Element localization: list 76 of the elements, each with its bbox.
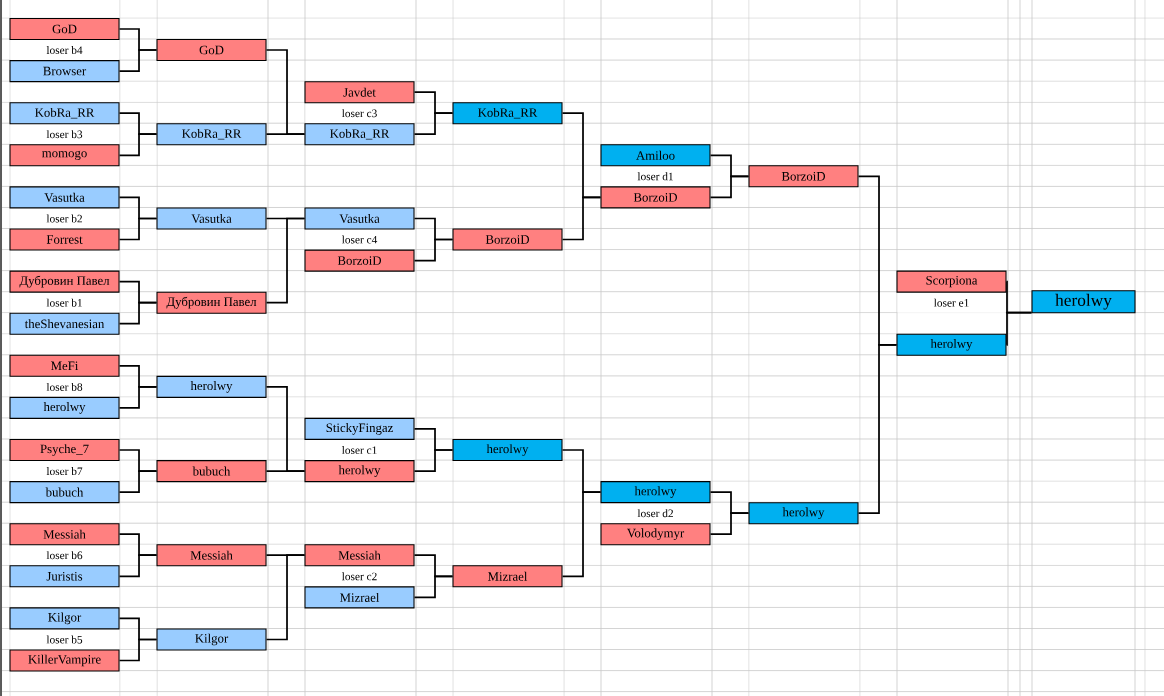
bracket-line [118, 49, 158, 72]
bracket-line [413, 238, 454, 262]
bracket-line [118, 470, 158, 493]
player-box: Psyche_7 [9, 438, 120, 462]
match-label: loser c3 [305, 103, 414, 124]
bracket-line [118, 133, 158, 157]
player-box: Amiloo [600, 144, 711, 167]
bracket-line [709, 175, 750, 199]
match-label: loser b5 [10, 629, 119, 650]
player-box: Vasutka [156, 207, 267, 230]
player-box: KobRa_RR [156, 123, 267, 146]
player-box: herolwy [156, 375, 267, 398]
player-box: Juristis [9, 565, 120, 588]
player-box: BorzoiD [304, 249, 415, 272]
player-box: Дубровин Павел [156, 291, 267, 314]
bracket-line [561, 196, 602, 241]
bracket-line [118, 301, 158, 325]
player-box: GoD [9, 17, 120, 41]
player-box: Kilgor [156, 628, 267, 651]
bracket-line [265, 133, 306, 136]
match-label: loser b3 [10, 124, 119, 145]
bracket-line [857, 343, 898, 515]
player-box: theShevanesian [9, 312, 120, 335]
match-label: loser d2 [601, 503, 710, 524]
player-box: BorzoiD [452, 228, 563, 251]
player-box: herolwy [896, 333, 1007, 356]
player-box: Vasutka [9, 186, 120, 209]
player-box: Scorpiona [896, 270, 1007, 293]
player-box: herolwy [304, 460, 415, 483]
player-box: herolwy [452, 438, 563, 462]
player-box: BorzoiD [748, 165, 859, 188]
player-box: BorzoiD [600, 186, 711, 209]
bracket-line [118, 386, 158, 409]
match-label: loser b2 [10, 208, 119, 229]
player-box: herolwy [9, 396, 120, 419]
bracket-line [265, 470, 306, 472]
bracket-line [1005, 311, 1033, 346]
bracket-line [265, 554, 306, 641]
player-box: KobRa_RR [9, 102, 120, 125]
player-box: Дубровин Павел [9, 270, 120, 293]
bracket-line [118, 554, 158, 578]
bracket-line [561, 491, 602, 578]
player-box: bubuch [156, 460, 267, 483]
match-label: loser b1 [10, 292, 119, 313]
player-box: herolwy [600, 481, 711, 504]
player-box: GoD [156, 38, 267, 62]
bracket-line [413, 575, 454, 599]
player-box: Messiah [304, 544, 415, 567]
player-box: Forrest [9, 228, 120, 251]
player-box: Javdet [304, 81, 415, 104]
player-box: Vasutka [304, 207, 415, 230]
bracket-line [265, 217, 306, 304]
player-box: StickyFingaz [304, 417, 415, 440]
player-box: Browser [9, 60, 120, 83]
bracket-line [118, 217, 158, 241]
player-box: Messiah [156, 544, 267, 567]
player-box: Mizrael [452, 565, 563, 588]
bracket-line [413, 449, 454, 472]
player-box: Kilgor [9, 607, 120, 630]
match-label: loser b4 [10, 40, 119, 60]
bracket-line [118, 638, 158, 662]
player-box: KobRa_RR [452, 102, 563, 125]
player-box: bubuch [9, 481, 120, 504]
player-box: Volodymyr [600, 523, 711, 546]
player-box: MeFi [9, 354, 120, 377]
player-box: Mizrael [304, 586, 415, 609]
player-box: KobRa_RR [304, 123, 415, 146]
player-box: Messiah [9, 523, 120, 546]
bracket-line [709, 512, 750, 536]
player-box: herolwy [1031, 290, 1136, 314]
match-label: loser b7 [10, 461, 119, 482]
bracket-line [413, 112, 454, 136]
player-box: herolwy [748, 502, 859, 525]
player-box: momogo [9, 144, 120, 167]
match-label: loser b8 [10, 376, 119, 397]
player-box: KillerVampire [9, 649, 120, 672]
